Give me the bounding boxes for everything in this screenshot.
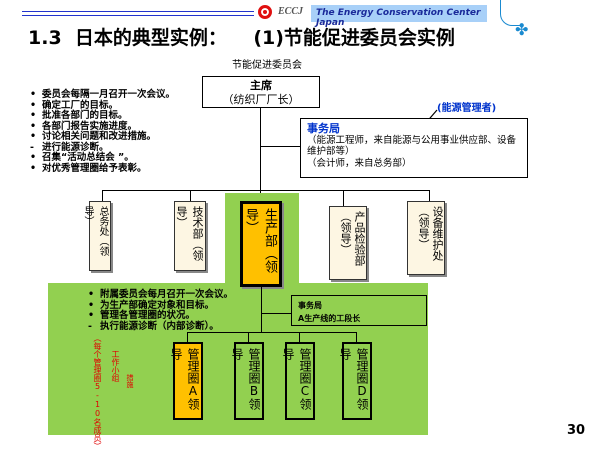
circle-a-leader: 管理圈A领导	[169, 342, 203, 420]
header-banner: The Energy Conservation Center Japan	[311, 5, 487, 28]
bullet: 委员会每隔一月召开一次会议。	[30, 89, 175, 101]
eccj-logo-text: ECCJ	[278, 6, 304, 17]
connector	[260, 108, 261, 194]
dept-production: 生产部（领导）	[240, 201, 282, 287]
bullet: 讨论相关问题和改进措施。	[30, 131, 175, 143]
bullet: 各部门报告实施进度。	[30, 121, 175, 133]
bullet: 批准各部门的目标。	[30, 110, 175, 122]
dept-maintenance: 设备维护处（领导）	[407, 201, 445, 275]
circle-b-leader: 管理圈B领导	[230, 342, 264, 420]
bullet: 执行能源诊断（内部诊断）。	[88, 321, 233, 333]
connector	[343, 190, 344, 206]
connector	[299, 332, 300, 342]
secretariat-title: 事务局	[307, 122, 340, 135]
connector	[190, 190, 191, 202]
sub-secretariat-title: 事务局	[298, 301, 322, 310]
connector	[429, 190, 430, 202]
secretariat-box: 事务局 （能源工程师，来自能源与公用事业供应部、设备维护部等） （会计师，来自总…	[300, 118, 528, 178]
energy-manager-label: (能源管理者)	[437, 103, 497, 114]
connector	[356, 332, 357, 342]
page-number: 30	[567, 423, 586, 438]
org-chart-title: 节能促进委员会	[232, 60, 302, 71]
connector	[260, 146, 300, 147]
bullet: 召集“活动总结会 ”。	[30, 152, 175, 164]
sub-secretariat-line: A生产线的工段长	[298, 314, 361, 323]
connector	[187, 332, 188, 342]
sub-secretariat-box: 事务局 A生产线的工段长	[291, 295, 427, 326]
connector	[261, 287, 262, 332]
sub-committee-bullets: 附属委员会每月召开一次会议。 为生产部确定对象和目标。 管理各管理圈的状况。 执…	[88, 289, 233, 333]
connector	[261, 313, 291, 314]
circle-d-leader: 管理圈D领导	[338, 342, 372, 420]
dept-technology: 技术部（领导）	[174, 201, 206, 271]
members-note: （每个管理圈5-10名成员）	[93, 334, 102, 450]
connector	[102, 190, 430, 191]
clover-stem	[500, 0, 520, 26]
bullet: 管理各管理圈的状况。	[88, 310, 233, 322]
committee-bullets: 委员会每隔一月召开一次会议。 确定工厂的目标。 批准各部门的目标。 各部门报告实…	[30, 89, 175, 175]
circle-c-leader: 管理圈C领导	[281, 342, 315, 420]
secretariat-line2: （会计师，来自总务部）	[307, 157, 412, 169]
chair-title: 主席	[250, 79, 272, 92]
page-title: 1.3 日本的典型实例： (1)节能促进委员会实例	[28, 27, 455, 49]
secretariat-line1: （能源工程师，来自能源与公用事业供应部、设备维护部等）	[307, 134, 517, 158]
dept-inspection: 产品检验部（领导）	[329, 206, 367, 280]
dept-general-affairs: 总务处（领导）	[82, 201, 111, 271]
eccj-logo-icon	[258, 5, 272, 19]
bullet: 对优秀管理圈给予表彰。	[30, 163, 175, 175]
connector	[248, 332, 249, 342]
working-group-note: 工作小组	[111, 350, 120, 382]
connector	[102, 190, 103, 202]
bullet: 为生产部确定对象和目标。	[88, 300, 233, 312]
chair-sub: （纺织厂厂长）	[222, 93, 300, 106]
bullet: 确定工厂的目标。	[30, 100, 175, 112]
measures-note: 措施	[126, 374, 134, 388]
header-lines	[22, 11, 254, 16]
bullet: 附属委员会每月召开一次会议。	[88, 289, 233, 301]
connector	[187, 332, 357, 333]
chair-box: 主席 （纺织厂厂长）	[202, 76, 320, 108]
bullet: 进行能源诊断。	[30, 142, 175, 154]
